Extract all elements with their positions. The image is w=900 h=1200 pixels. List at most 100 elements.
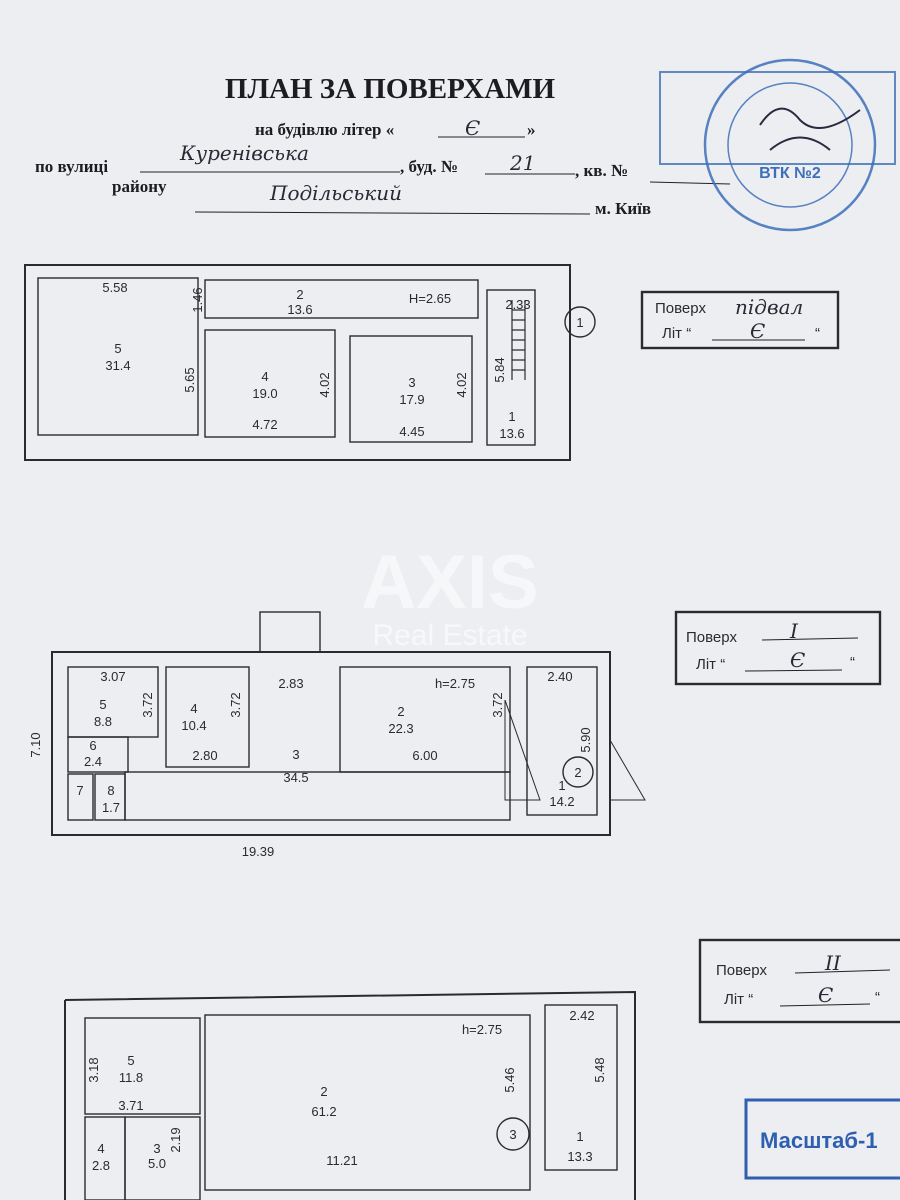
house-label: , буд. №	[400, 157, 458, 176]
floor-label: Поверх	[716, 962, 767, 979]
dimension: 2.19	[168, 1127, 183, 1152]
room-area: 34.5	[283, 770, 308, 785]
floor-plan-basement: 1 5.58 1.46 2 13.6 H=2.65 2.33 5.65 4 19…	[24, 264, 596, 461]
lit-value: Є	[750, 319, 765, 343]
room-area: 61.2	[311, 1104, 336, 1119]
floor-value: I	[789, 619, 799, 643]
lit-value: Є	[818, 983, 833, 1007]
dimension: 5.58	[102, 280, 127, 295]
room-number: 2	[296, 287, 303, 302]
watermark-brand: AXIS	[361, 540, 538, 625]
room-area: 17.9	[399, 392, 424, 407]
room-area: 2.4	[84, 754, 102, 769]
dimension: 2.83	[278, 676, 303, 691]
room-area: 1.7	[102, 800, 120, 815]
official-stamp: ВТК №2	[659, 58, 896, 232]
dimension: 3.72	[490, 692, 505, 717]
dimension: 3.07	[100, 669, 125, 684]
ceiling-height: h=2.75	[435, 676, 475, 691]
room-number: 3	[408, 375, 415, 390]
room-area: 13.3	[567, 1149, 592, 1164]
dimension: 2.33	[505, 297, 530, 312]
room-number: 1	[558, 778, 565, 793]
room-area: 5.0	[148, 1156, 166, 1171]
dimension: 2.40	[547, 669, 572, 684]
lit-label: Літ “	[724, 991, 753, 1008]
room-number: 3	[292, 747, 299, 762]
stamp-text: ВТК №2	[759, 165, 821, 182]
floor-label: Поверх	[655, 300, 706, 317]
floor-plan-second: 3 3.18 5 11.8 3.71 2 61.2 h=2.75 5.46 2.…	[64, 990, 636, 1200]
floor1-labels: 3.07 5 8.8 3.72 4 10.4 3.72 2.80 6 2.4 7…	[28, 669, 593, 859]
floor-value: підвал	[735, 295, 803, 319]
underline	[649, 181, 731, 185]
building-suffix: »	[527, 120, 536, 139]
room-number: 2	[320, 1084, 327, 1099]
floor-box-second: Поверх II Літ “ Є “	[698, 938, 900, 1024]
room-number: 4	[190, 701, 197, 716]
floor-plan-first: 2 3.07 5 8.8 3.72 4 10.4 3.72 2.80 6 2.4…	[28, 611, 646, 859]
dimension: 4.72	[252, 417, 277, 432]
floor-value: II	[824, 951, 842, 975]
room-number: 5	[114, 341, 121, 356]
lit-value: Є	[790, 648, 805, 672]
watermark-sub: Real Estate	[372, 619, 527, 652]
stair-marker-label: 2	[574, 765, 581, 780]
dimension: 11.21	[326, 1153, 358, 1168]
dimension: 1.46	[190, 287, 205, 312]
document-header: ПЛАН ЗА ПОВЕРХАМИ на будівлю літер « Є »…	[35, 73, 731, 218]
room-number: 2	[397, 704, 404, 719]
scale-label: Масштаб-1	[760, 1128, 878, 1153]
room-area: 10.4	[181, 718, 206, 733]
page-title: ПЛАН ЗА ПОВЕРХАМИ	[225, 73, 556, 105]
room-number: 8	[107, 783, 114, 798]
stair-marker	[564, 306, 596, 338]
street-label: по вулиці	[35, 157, 108, 176]
lit-label: Літ “	[696, 656, 725, 673]
room-area: 8.8	[94, 714, 112, 729]
lit-close: “	[875, 989, 880, 1006]
dimension: 5.46	[502, 1067, 517, 1092]
stair-marker-label: 3	[509, 1127, 516, 1142]
room-number: 3	[153, 1141, 160, 1156]
room-area: 14.2	[549, 794, 574, 809]
basement-labels: 5.58 1.46 2 13.6 H=2.65 2.33 5.65 4 19.0…	[102, 280, 530, 441]
room-area: 13.6	[287, 302, 312, 317]
room-number: 5	[99, 697, 106, 712]
room-number: 1	[576, 1129, 583, 1144]
dimension: 3.72	[140, 692, 155, 717]
street-value: Куренівська	[179, 141, 309, 165]
dimension: 5.90	[578, 727, 593, 752]
floor-box-first: Поверх I Літ “ Є “	[674, 610, 882, 686]
room-number: 7	[76, 783, 83, 798]
ceiling-height: H=2.65	[409, 291, 451, 306]
dimension: 4.02	[454, 372, 469, 397]
room-number: 6	[89, 738, 96, 753]
dimension: 2.42	[569, 1008, 594, 1023]
floor-label: Поверх	[686, 629, 737, 646]
floor-box-basement: Поверх підвал Літ “ Є “	[640, 290, 840, 350]
floor2-labels: 3.18 5 11.8 3.71 2 61.2 h=2.75 5.46 2.42…	[86, 1008, 607, 1173]
building-letter: Є	[465, 116, 480, 140]
lit-close: “	[850, 654, 855, 671]
dimension: 4.02	[317, 372, 332, 397]
ceiling-height: h=2.75	[462, 1022, 502, 1037]
room-area: 31.4	[105, 358, 130, 373]
room-area: 19.0	[252, 386, 277, 401]
room-number: 1	[508, 409, 515, 424]
room-number: 5	[127, 1053, 134, 1068]
dimension: 2.80	[192, 748, 217, 763]
dimension: 7.10	[28, 732, 43, 757]
lit-label: Літ “	[662, 325, 691, 342]
dimension: 3.18	[86, 1057, 101, 1082]
dimension: 5.65	[182, 367, 197, 392]
building-prefix: на будівлю літер «	[255, 120, 394, 139]
dimension: 3.71	[118, 1098, 143, 1113]
scale-stamp: Масштаб-1	[744, 1098, 900, 1180]
dimension: 4.45	[399, 424, 424, 439]
room-number: 4	[261, 369, 268, 384]
apt-label: , кв. №	[575, 161, 628, 180]
room-area: 2.8	[92, 1158, 110, 1173]
district-label: району	[112, 177, 167, 196]
room-area: 13.6	[499, 426, 524, 441]
